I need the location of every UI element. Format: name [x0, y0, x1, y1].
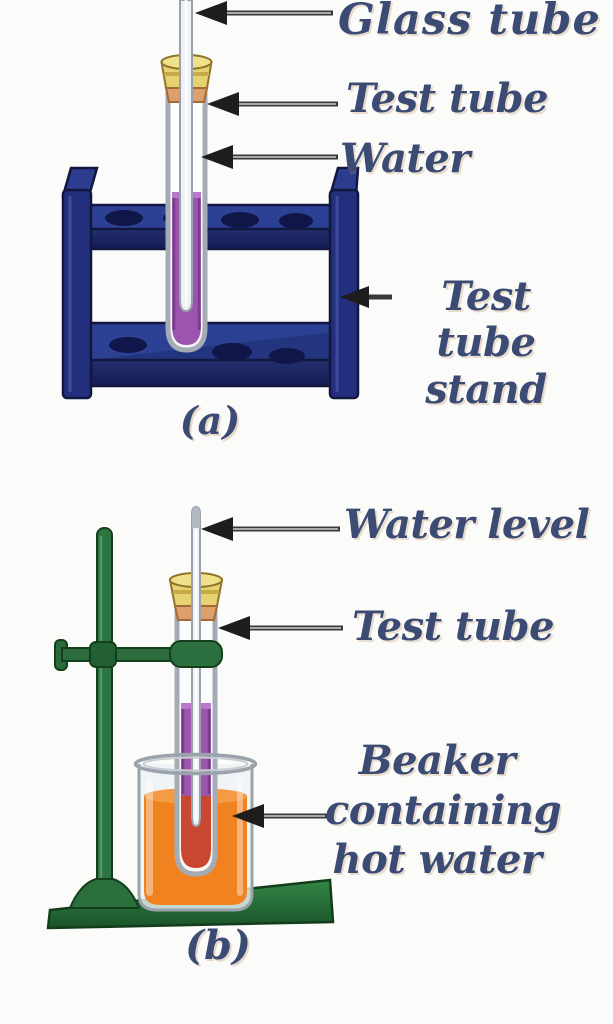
beaker-label-line1: Beaker	[358, 737, 516, 784]
heated-water-red	[181, 796, 211, 868]
stand-label-line1: Test tube	[436, 273, 536, 367]
stand-right-post	[328, 166, 360, 400]
test-tube-stand-label: Test tube stand	[390, 273, 582, 413]
test-tube-label-a: Test tube	[346, 75, 549, 122]
glass-tube-label: Glass tube	[338, 0, 601, 45]
stand-hole	[109, 337, 147, 353]
caption-a: (a)	[179, 398, 241, 443]
stand-bottom-shelf	[70, 321, 352, 388]
stand-label-line2: stand	[425, 365, 547, 413]
stand-hole	[212, 343, 252, 361]
arrow-glass-tube	[195, 1, 333, 25]
beaker-label: Beaker containing hot water	[325, 736, 562, 885]
test-tube-b	[168, 505, 224, 877]
arrow-test-tube-a	[207, 92, 338, 116]
stand-left-post	[61, 166, 99, 400]
arrow-test-tube-stand	[340, 286, 392, 308]
figure-b-heating-setup	[46, 505, 343, 930]
stand-hole	[269, 348, 305, 364]
arrow-beaker	[232, 804, 327, 828]
test-tube-label-b: Test tube	[352, 603, 555, 650]
clamp-grip	[169, 640, 223, 668]
figure-a-test-tube-stand	[61, 0, 392, 400]
stand-hole	[105, 210, 143, 226]
beaker-label-line2: containing	[325, 786, 562, 834]
water-label: Water	[340, 135, 470, 182]
test-tube-a	[160, 0, 213, 353]
arrow-water-level	[201, 517, 340, 541]
water-level-label: Water level	[344, 501, 590, 548]
caption-b: (b)	[185, 922, 251, 969]
retort-stand-foot	[68, 878, 141, 909]
stand-hole	[221, 212, 259, 228]
beaker-rim	[133, 752, 258, 896]
arrow-test-tube-b	[218, 616, 343, 640]
water-level-mark	[192, 507, 200, 528]
stand-hole	[279, 213, 313, 229]
arrow-water	[201, 145, 338, 169]
beaker-label-line3: hot water	[332, 836, 542, 884]
stand-top-shelf	[70, 203, 352, 251]
retort-stand-rod	[96, 527, 113, 891]
glass-tube-a	[179, 0, 193, 313]
clamp	[54, 639, 223, 671]
